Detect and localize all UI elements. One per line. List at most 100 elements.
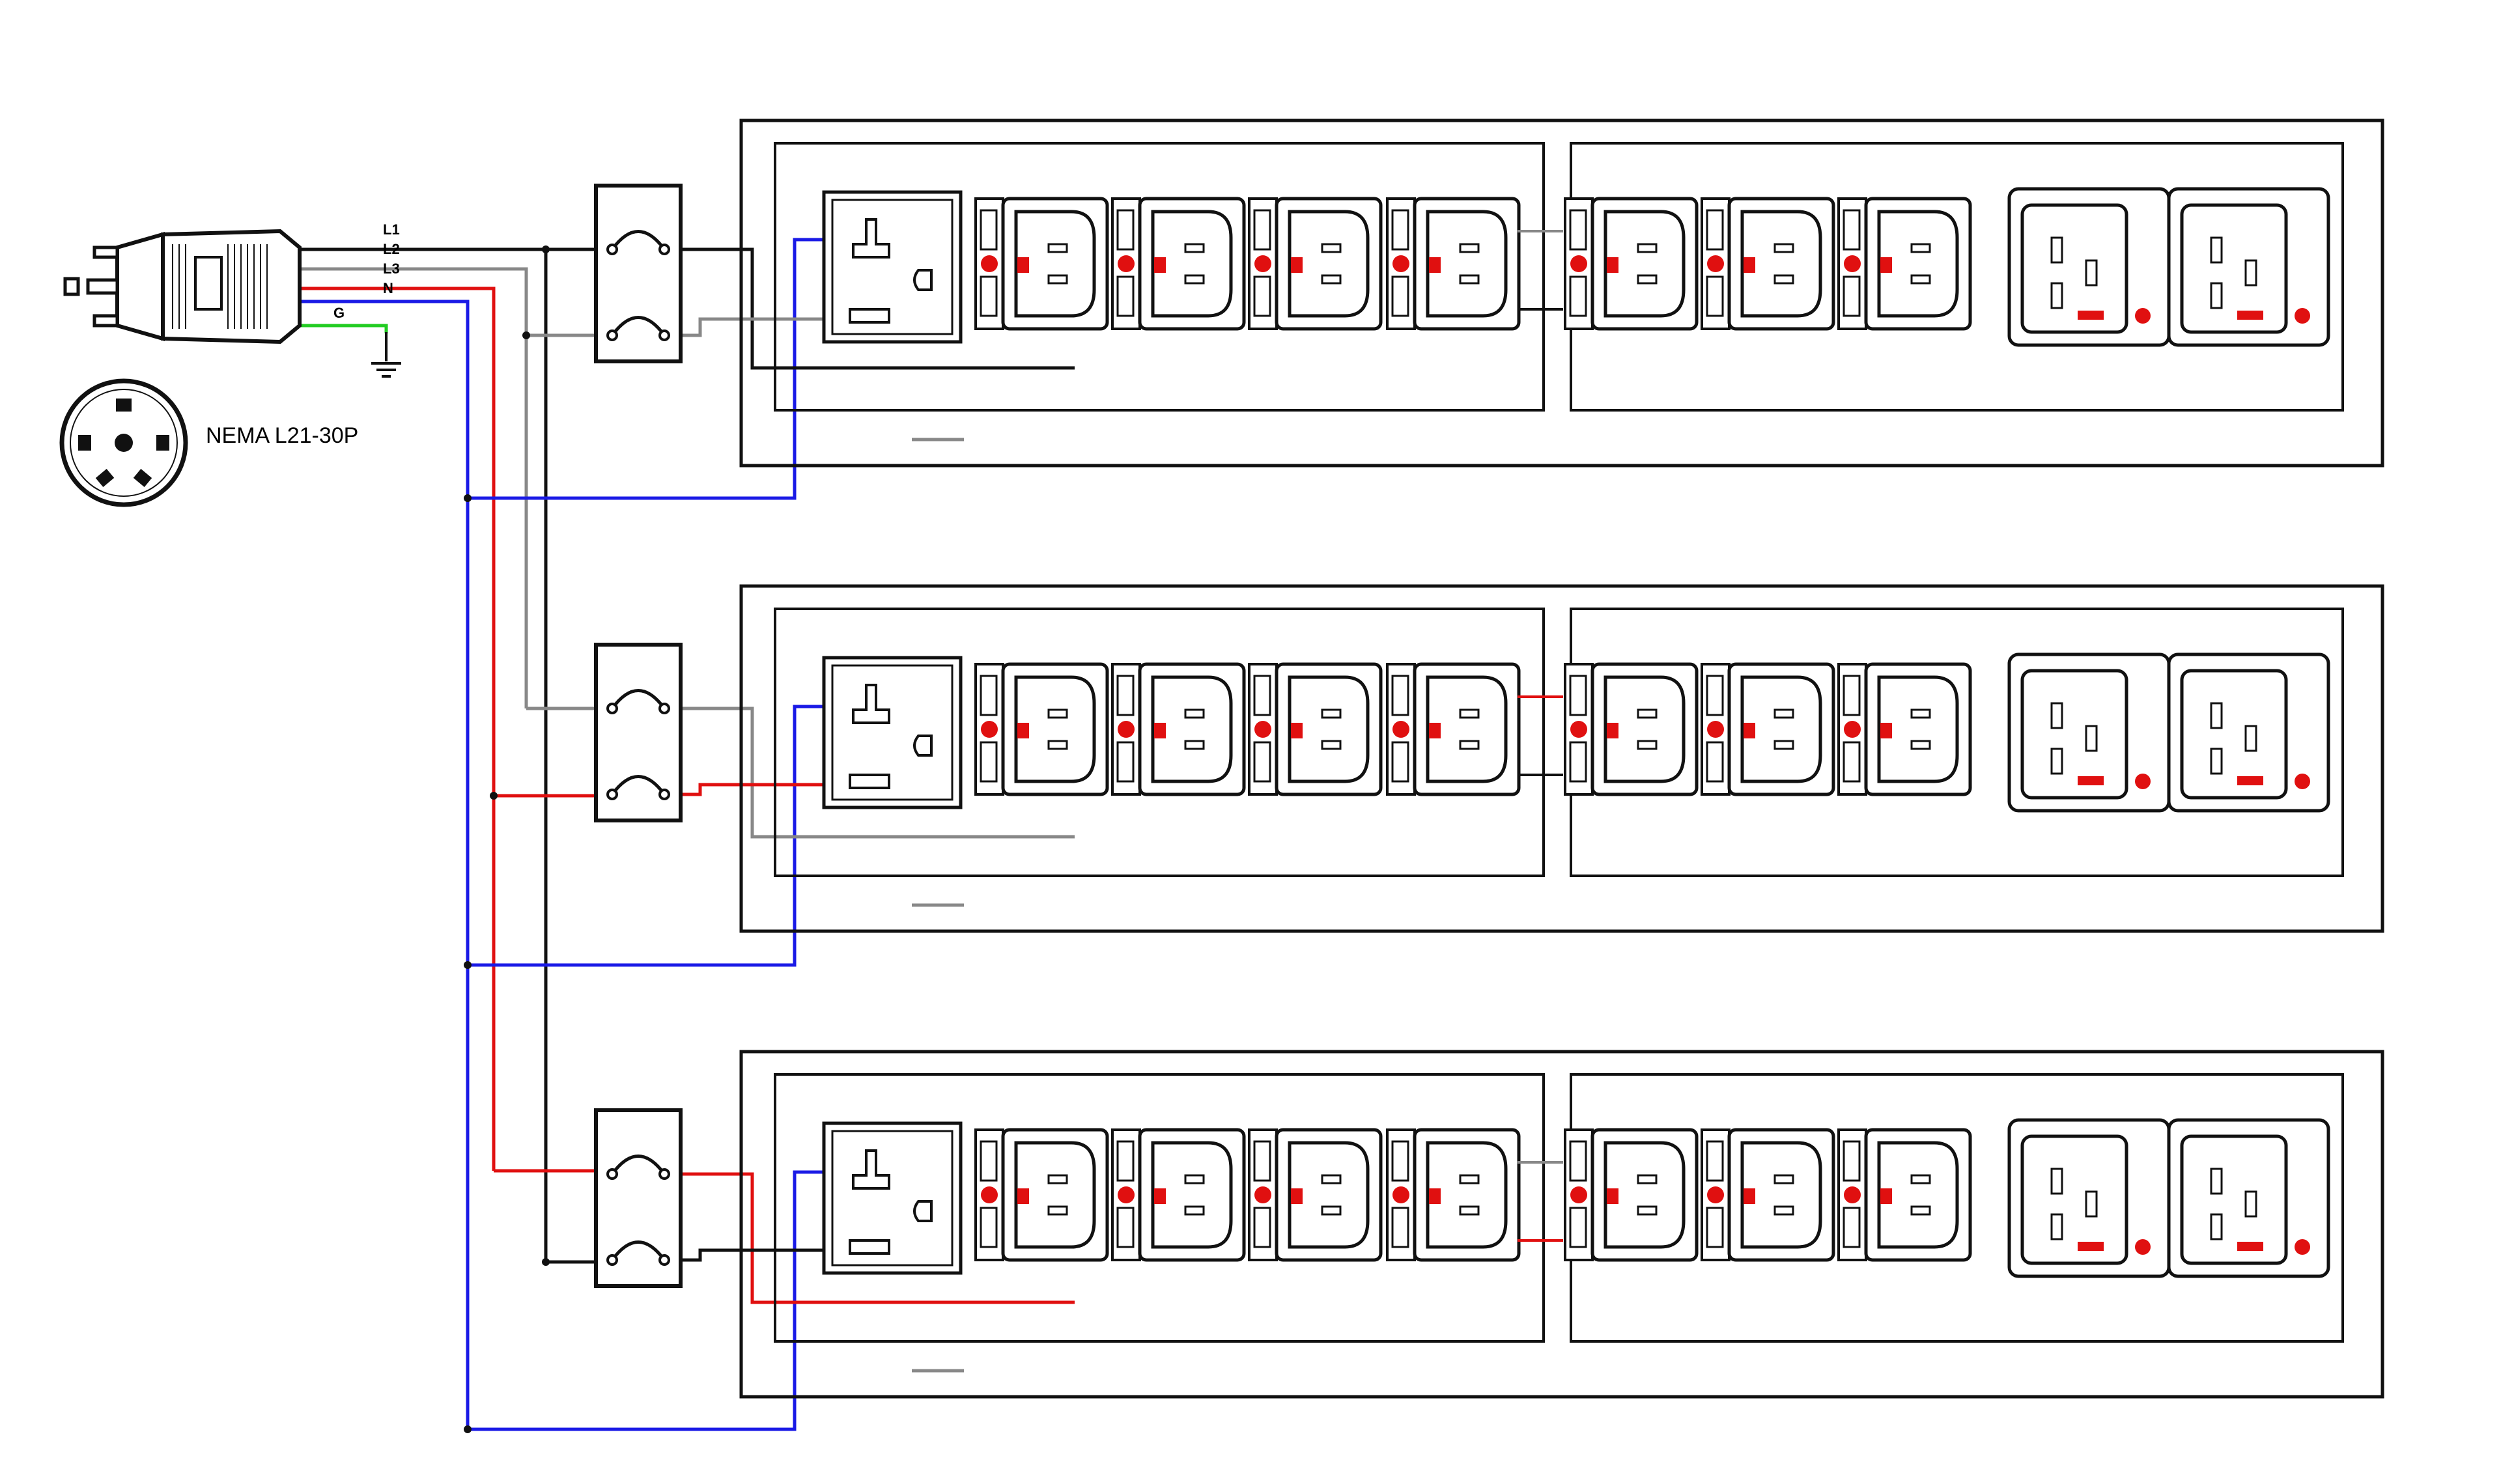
- breaker-terminal: [606, 244, 618, 255]
- c13-pin: [1637, 708, 1658, 719]
- c13-outlet-5: [1701, 662, 1835, 796]
- switch-cap: [980, 275, 998, 317]
- universal-socket-icon: [852, 684, 890, 724]
- indicator-led-icon: [1707, 1186, 1724, 1203]
- c13-outlet-3: [1386, 662, 1521, 796]
- wire-label-n: N: [383, 280, 393, 296]
- c19-pin: [2210, 236, 2223, 264]
- c13-outlet-2: [1248, 662, 1383, 796]
- c13-socket-icon: [1151, 210, 1233, 318]
- switch-cap: [1116, 275, 1135, 317]
- switch-cap: [1253, 741, 1271, 783]
- c19-outlet-0: [2007, 1118, 2171, 1278]
- c13-socket-icon: [1740, 675, 1822, 783]
- c13-pin: [1637, 1205, 1658, 1216]
- c19-pin: [2050, 236, 2063, 264]
- junction-dot: [490, 792, 498, 800]
- c13-pin-red: [1744, 723, 1755, 738]
- switch-cap: [1391, 275, 1409, 317]
- slot-icon: [849, 1239, 890, 1255]
- c19-socket-icon: [2020, 1134, 2128, 1265]
- switch-cap: [1116, 741, 1135, 783]
- junction-dot: [542, 1258, 550, 1266]
- c19-pin: [2210, 282, 2223, 309]
- outlet-inner: [831, 199, 954, 335]
- indicator-led-icon: [1254, 255, 1271, 272]
- switch-cap: [1569, 1140, 1587, 1182]
- c13-pin: [1773, 274, 1794, 285]
- breaker-c1: [594, 184, 683, 363]
- wire-label-l3: L3: [383, 260, 400, 277]
- switch-cap: [1569, 209, 1587, 251]
- switch-cap: [1706, 209, 1724, 251]
- switch-cap: [1569, 675, 1587, 716]
- indicator-led-icon: [1392, 721, 1409, 738]
- switch-cap: [1391, 209, 1409, 251]
- indicator-led-icon: [1844, 721, 1861, 738]
- c13-socket-icon: [1877, 675, 1959, 783]
- switch-cap: [1391, 1140, 1409, 1182]
- outlet-inner: [831, 664, 954, 801]
- c13-outlet-0: [974, 662, 1109, 796]
- ground-symbol: [371, 332, 401, 378]
- switch-cap: [980, 1140, 998, 1182]
- wire-l1-trunk: [300, 247, 548, 1262]
- breaker-contact-icon: [610, 1240, 666, 1261]
- indicator-led-icon: [2295, 308, 2310, 324]
- c13-pin-red: [1154, 257, 1166, 273]
- wire-breaker-out-b: [669, 1248, 847, 1262]
- c19-socket-icon: [2020, 203, 2128, 334]
- c19-socket-icon: [2020, 669, 2128, 800]
- breaker-contact-icon: [610, 775, 666, 796]
- breaker-terminal: [606, 329, 618, 341]
- c13-socket-icon: [1288, 1141, 1370, 1249]
- wire-breaker-out-a: [669, 247, 1075, 370]
- c13-pin-red: [1429, 1188, 1441, 1204]
- breaker-terminal: [606, 1168, 618, 1180]
- c13-socket-icon: [1151, 675, 1233, 783]
- c13-pin: [1321, 708, 1342, 719]
- switch-cap: [1253, 209, 1271, 251]
- c13-pin-red: [1880, 257, 1892, 273]
- indicator-led-icon: [1570, 721, 1587, 738]
- c13-pin-red: [1429, 257, 1441, 273]
- c13-pin: [1184, 1205, 1205, 1216]
- breaker-contact-icon: [610, 230, 666, 251]
- indicator-led-icon: [1254, 1186, 1271, 1203]
- switch-cap: [980, 675, 998, 716]
- switch-cap: [1843, 275, 1861, 317]
- c13-socket-icon: [1740, 210, 1822, 318]
- c13-pin-red: [1429, 723, 1441, 738]
- breaker-contact-icon: [610, 316, 666, 337]
- plug-label-window: [194, 256, 223, 311]
- c13-outlet-3: [1386, 197, 1521, 331]
- switch-cap: [1843, 209, 1861, 251]
- indicator-led-icon: [1844, 255, 1861, 272]
- c13-pin-red: [1291, 723, 1303, 738]
- c13-pin: [1910, 740, 1931, 750]
- c13-outlet-2: [1248, 197, 1383, 331]
- indicator-led-icon: [2135, 1239, 2151, 1255]
- module-3: [739, 1050, 2384, 1399]
- c13-outlet-2: [1248, 1128, 1383, 1262]
- switch-cap: [1843, 1207, 1861, 1248]
- c13-pin: [1184, 1174, 1205, 1184]
- c13-socket-icon: [1877, 210, 1959, 318]
- c13-pin-red: [1607, 723, 1618, 738]
- c13-socket-icon: [1740, 1141, 1822, 1249]
- indicator-led-icon: [981, 721, 998, 738]
- indicator-led-icon: [2295, 774, 2310, 789]
- c13-pin: [1184, 274, 1205, 285]
- switch-cap: [1843, 1140, 1861, 1182]
- c13-pin: [1773, 1174, 1794, 1184]
- c19-pin: [2085, 259, 2098, 287]
- universal-outlet: [822, 1121, 963, 1275]
- c13-pin: [1910, 1205, 1931, 1216]
- indicator-led-icon: [1118, 1186, 1135, 1203]
- c13-pin: [1910, 1174, 1931, 1184]
- wire-breaker-out-b: [669, 317, 847, 337]
- c13-pin: [1910, 708, 1931, 719]
- c13-pin-red: [1291, 1188, 1303, 1204]
- c13-pin: [1459, 274, 1480, 285]
